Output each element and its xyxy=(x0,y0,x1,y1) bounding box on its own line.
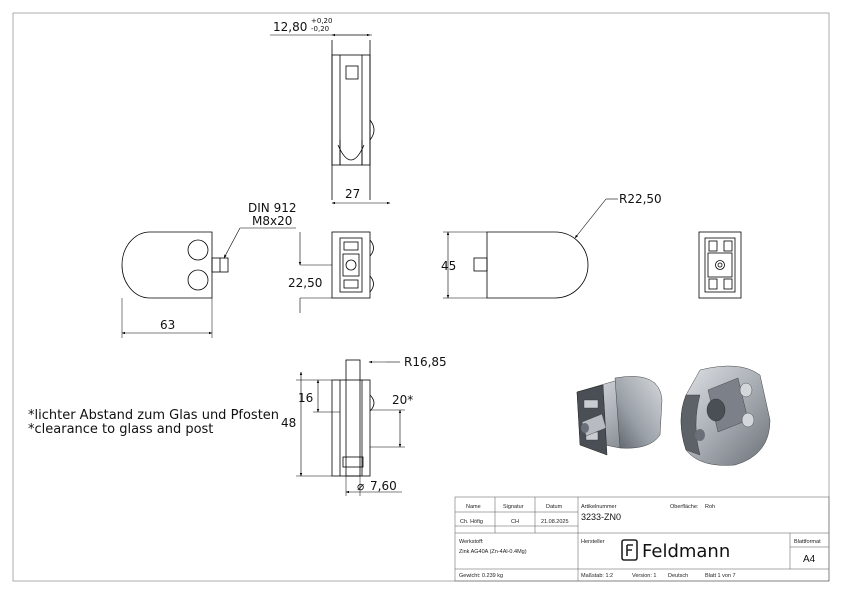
tb-brand: Feldmann xyxy=(642,541,730,562)
left-view xyxy=(121,231,229,299)
dim-16-value: 16 xyxy=(298,391,313,405)
tb-head-name: Name xyxy=(466,504,481,510)
screw-din: DIN 912 xyxy=(248,201,296,215)
dim-48: 48 xyxy=(281,371,332,477)
note-english: *clearance to glass and post xyxy=(28,422,213,437)
dim-7-60: ⌀ 7,60 xyxy=(345,476,402,496)
sheet-border xyxy=(12,12,830,582)
feldmann-logo: Feldmann xyxy=(621,539,730,562)
dim-12-80-tol-plus: +0,20 xyxy=(311,17,332,25)
dim-7-60-symbol: ⌀ xyxy=(357,479,364,493)
front-view xyxy=(331,231,374,299)
tb-sprache: Deutsch xyxy=(668,573,688,579)
dim-12-80-value: 12,80 xyxy=(273,20,307,34)
dim-27-value: 27 xyxy=(345,187,360,201)
dim-22-50: 22,50 xyxy=(288,232,332,313)
tb-hersteller-label: Hersteller xyxy=(581,539,605,545)
dim-45-value: 45 xyxy=(441,259,456,273)
tb-head-signatur: Signatur xyxy=(503,504,524,510)
tb-gewicht: Gewicht: 0.239 kg xyxy=(459,573,503,579)
tb-blattformat-label: Blattformat xyxy=(794,539,821,545)
tb-head-oberflaeche: Oberfläche: xyxy=(670,504,699,510)
dim-12-80-tol-minus: -0,20 xyxy=(311,25,329,33)
tb-head-datum: Datum xyxy=(546,504,563,510)
dim-20-value: 20* xyxy=(392,393,413,407)
dim-48-value: 48 xyxy=(281,416,296,430)
dim-63: 63 xyxy=(121,298,213,338)
top-view xyxy=(331,40,375,200)
render-front-3d xyxy=(576,376,663,456)
title-block xyxy=(454,496,830,582)
tb-oberflaeche-value: Roh xyxy=(705,504,715,510)
screw-size: M8x20 xyxy=(252,214,292,228)
tb-werkstoff-label: Werkstoff: xyxy=(459,539,484,545)
radius-22-50-callout: R22,50 xyxy=(574,192,662,239)
tb-datum-value: 21.08.2025 xyxy=(541,519,569,525)
dim-45: 45 xyxy=(441,231,487,299)
note-german: *lichter Abstand zum Glas und Pfosten xyxy=(28,408,279,423)
section-view xyxy=(331,359,375,477)
tb-artikelnummer-value: 3233-ZN0 xyxy=(581,512,621,522)
tb-signatur-value: CH xyxy=(511,519,519,525)
render-back-3d xyxy=(680,365,771,466)
right-view xyxy=(473,231,589,299)
dim-27: 27 xyxy=(331,187,391,205)
radius-22-50-value: R22,50 xyxy=(619,192,662,206)
tb-head-artikelnummer: Artikelnummer xyxy=(581,504,617,510)
screw-callout: DIN 912 M8x20 xyxy=(223,201,296,259)
dim-7-60-value: 7,60 xyxy=(370,479,397,493)
dim-63-value: 63 xyxy=(160,318,175,332)
radius-16-85-value: R16,85 xyxy=(404,355,447,369)
tb-version: Version: 1 xyxy=(632,573,656,579)
back-view xyxy=(698,231,742,299)
tb-blatt: Blatt 1 von 7 xyxy=(705,573,736,579)
tb-name-value: Ch. Höfig xyxy=(460,519,483,525)
tb-blattformat-value: A4 xyxy=(803,554,816,565)
tb-werkstoff-value: Zink AG40A (Zn-4Al-0.4Mg) xyxy=(459,549,527,555)
dim-20: 20* xyxy=(370,393,413,448)
dim-16: 16 xyxy=(298,379,340,413)
tb-massstab: Maßstab: 1:2 xyxy=(581,573,613,579)
dim-12-80: 12,80 +0,20 -0,20 xyxy=(270,17,372,37)
radius-16-85-callout: R16,85 xyxy=(368,355,447,369)
dim-22-50-value: 22,50 xyxy=(288,276,322,290)
